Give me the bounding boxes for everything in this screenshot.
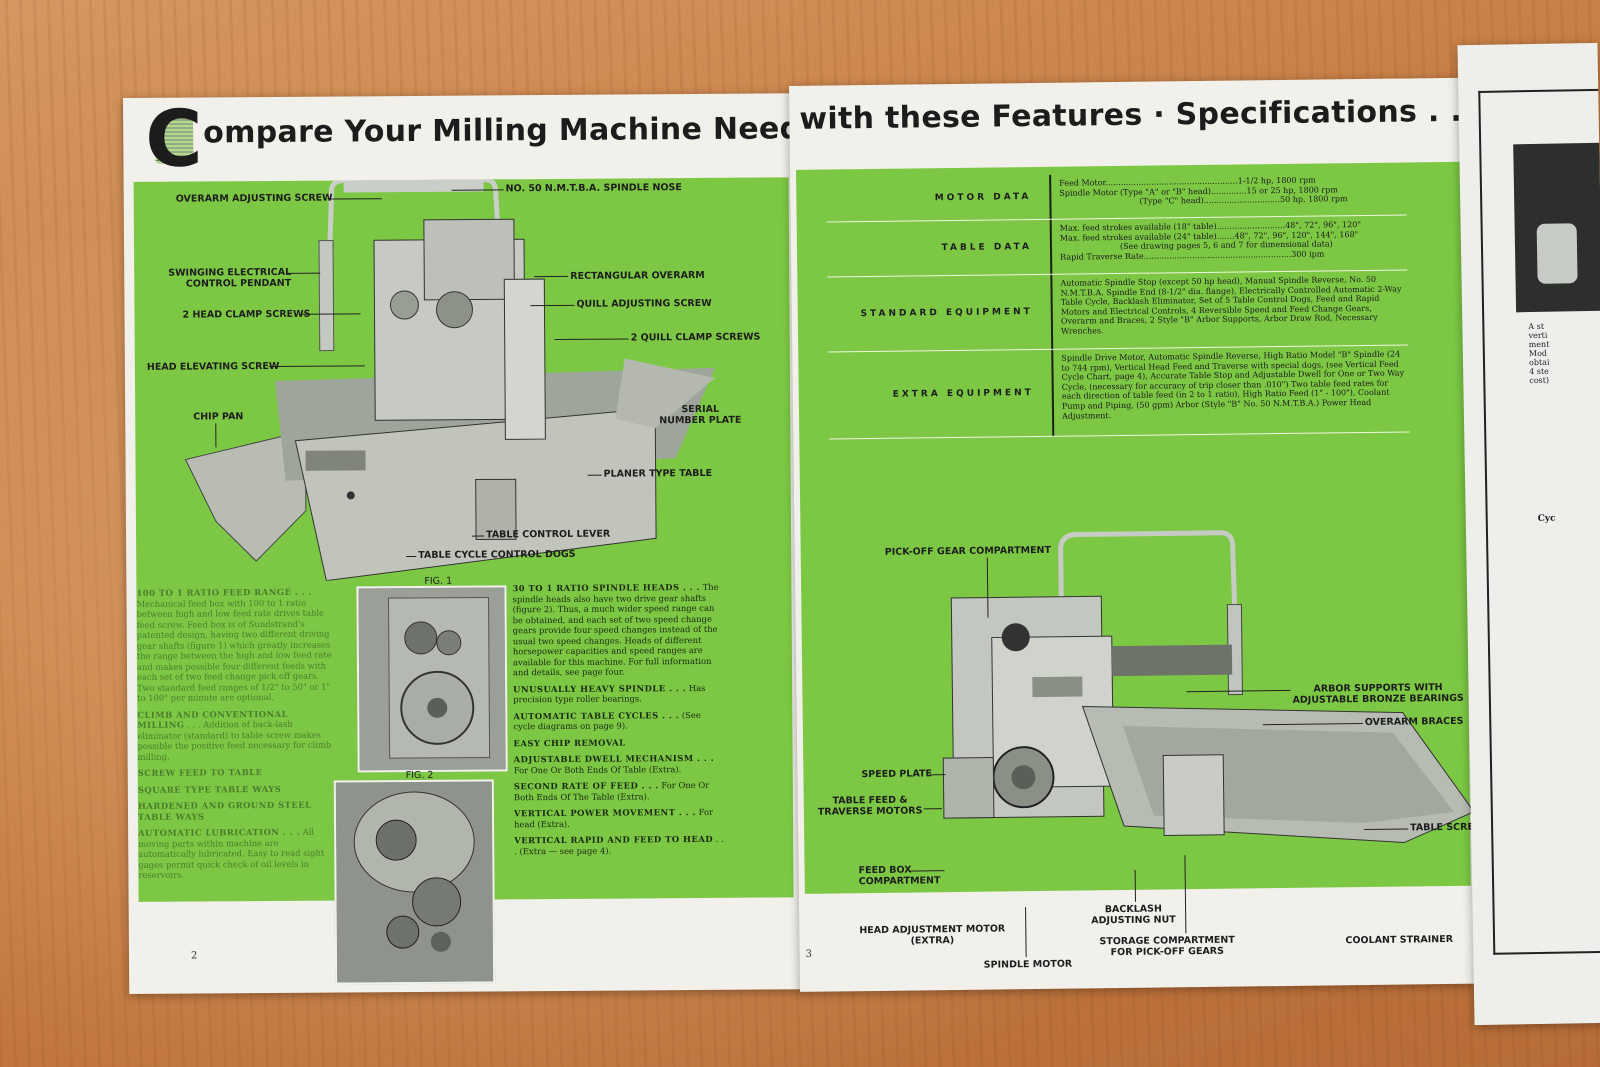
edge-text-cyc: Cyc	[1537, 513, 1556, 524]
label-traverse-motors: TABLE FEED & TRAVERSE MOTORS	[817, 794, 923, 818]
edge-photo	[1513, 142, 1600, 313]
label-table-control-lever: TABLE CONTROL LEVER	[486, 528, 611, 541]
spec-row-table: TABLE DATA Max. feed strokes available (…	[826, 215, 1408, 278]
leader-line	[215, 423, 217, 448]
spec-values: Max. feed strokes available (18" table).…	[1049, 215, 1408, 274]
headline-left: ompare Your Milling Machine Needs	[203, 111, 805, 151]
page-number-right: 3	[805, 948, 813, 960]
feature-title-vertical-rapid: VERTICAL RAPID AND FEED TO HEAD	[514, 833, 714, 846]
headline-initial: C	[144, 94, 203, 185]
feature-title-vertical-power: VERTICAL POWER MOVEMENT . . .	[513, 807, 696, 819]
edge-text-fragment: A st verti ment Mod obtai 4 ste cost)	[1528, 321, 1550, 386]
label-coolant-strainer: COOLANT STRAINER	[1345, 933, 1454, 947]
figure-2-photo	[333, 779, 496, 985]
text-column-left: 100 TO 1 RATIO FEED RANGE . . . Mechanic…	[136, 587, 338, 887]
milling-machine-rear-illustration	[942, 530, 1475, 844]
spec-category: STANDARD EQUIPMENT	[860, 307, 1033, 320]
leader-line	[1025, 907, 1027, 958]
brochure-page-right: with these Features · Specifications . .…	[789, 77, 1477, 992]
feature-body-spindle-heads: The spindle heads also have two drive ge…	[512, 581, 719, 678]
spec-row-motor: MOTOR DATA Feed Motor...................…	[826, 170, 1407, 223]
next-page-edge: A st verti ment Mod obtai 4 ste cost) Cy…	[1457, 42, 1600, 1026]
leader-line	[472, 535, 485, 537]
spec-row-standard: STANDARD EQUIPMENT Automatic Spindle Sto…	[827, 270, 1409, 353]
spec-values: Feed Motor..............................…	[1049, 170, 1407, 219]
label-feed-box-compartment: FEED BOX COMPARTMENT	[858, 864, 941, 888]
label-rectangular-overarm: RECTANGULAR OVERARM	[570, 269, 705, 282]
leader-line	[923, 808, 942, 810]
feature-square-ways: SQUARE TYPE TABLE WAYS	[137, 783, 282, 795]
label-chip-pan: CHIP PAN	[193, 411, 244, 423]
label-table-cycle-control-dogs: TABLE CYCLE CONTROL DOGS	[418, 548, 576, 561]
feature-title-heavy-spindle: UNUSUALLY HEAVY SPINDLE . . .	[513, 682, 687, 694]
label-quill-adjusting-screw: QUILL ADJUSTING SCREW	[576, 297, 712, 310]
label-arbor-supports: ARBOR SUPPORTS WITH ADJUSTABLE BRONZE BE…	[1292, 682, 1464, 706]
feature-chip-removal: EASY CHIP REMOVAL	[513, 737, 626, 748]
label-overarm-braces: OVERARM BRACES	[1364, 715, 1464, 729]
headline-right: with these Features · Specifications . .	[799, 93, 1463, 137]
feature-screw-feed: SCREW FEED TO TABLE	[137, 767, 263, 778]
feature-title-second-rate: SECOND RATE OF FEED . . .	[513, 780, 659, 792]
spec-row-extra: EXTRA EQUIPMENT Spindle Drive Motor, Aut…	[828, 345, 1410, 440]
green-panel-left: OVERARM ADJUSTING SCREW NO. 50 N.M.T.B.A…	[133, 177, 794, 985]
brochure-page-left: C ompare Your Milling Machine Needs OVER…	[123, 93, 805, 994]
spec-values: Automatic Spindle Stop (except 50 hp hea…	[1050, 270, 1409, 349]
label-spindle-motor: SPINDLE MOTOR	[983, 958, 1073, 971]
label-head-clamp-screws: 2 HEAD CLAMP SCREWS	[182, 308, 311, 321]
spec-values: Spindle Drive Motor, Automatic Spindle R…	[1051, 345, 1410, 436]
text-column-right: 30 TO 1 RATIO SPINDLE HEADS . . . The sp…	[512, 582, 724, 862]
label-head-elevating-screw: HEAD ELEVATING SCREW	[146, 360, 280, 373]
feature-body-feed-range: Mechanical feed box with 100 to 1 ratio …	[136, 597, 332, 703]
spec-category: MOTOR DATA	[934, 192, 1032, 204]
label-control-pendant: SWINGING ELECTRICAL CONTROL PENDANT	[168, 266, 292, 290]
feature-title-lubrication: AUTOMATIC LUBRICATION . . .	[138, 826, 301, 838]
feature-title-feed-range: 100 TO 1 RATIO FEED RANGE . . .	[136, 586, 312, 598]
feature-hardened-ways: HARDENED AND GROUND STEEL TABLE WAYS	[137, 799, 312, 822]
page-number-left: 2	[190, 950, 198, 962]
feature-body-dwell: For One Or Both Ends Of Table (Extra).	[513, 763, 682, 775]
leader-line	[406, 555, 417, 558]
label-quill-clamp-screws: 2 QUILL CLAMP SCREWS	[630, 331, 761, 344]
label-pick-off-gear-compartment: PICK-OFF GEAR COMPARTMENT	[884, 544, 1052, 558]
label-table-screw: TABLE SCREW	[1410, 821, 1477, 834]
label-planer-type-table: PLANER TYPE TABLE	[603, 467, 713, 480]
feature-title-dwell: ADJUSTABLE DWELL MECHANISM . . .	[513, 752, 715, 765]
label-serial-number-plate: SERIAL NUMBER PLATE	[659, 403, 742, 427]
feature-title-table-cycles: AUTOMATIC TABLE CYCLES . . .	[513, 709, 680, 721]
specifications-table: MOTOR DATA Feed Motor...................…	[826, 170, 1410, 440]
leader-line	[587, 474, 602, 476]
label-overarm-adjusting-screw: OVERARM ADJUSTING SCREW	[175, 192, 333, 205]
label-spindle-nose: NO. 50 N.M.T.B.A. SPINDLE NOSE	[505, 182, 682, 195]
spec-category: TABLE DATA	[941, 242, 1033, 254]
label-backlash-adjusting-nut: BACKLASH ADJUSTING NUT	[1091, 903, 1176, 927]
label-head-adjustment-motor: HEAD ADJUSTMENT MOTOR (EXTRA)	[859, 923, 1006, 947]
edge-photo-highlight	[1536, 223, 1578, 284]
green-panel-right: MOTOR DATA Feed Motor...................…	[796, 161, 1476, 971]
figure-1-gears	[358, 587, 506, 771]
milling-machine-illustration	[184, 177, 715, 582]
spec-category: EXTRA EQUIPMENT	[892, 388, 1034, 400]
leader-line	[929, 774, 946, 776]
label-speed-plate: SPEED PLATE	[861, 768, 933, 781]
label-storage-compartment: STORAGE COMPARTMENT FOR PICK-OFF GEARS	[1099, 934, 1235, 959]
figure-2-gears	[335, 781, 494, 983]
figure-1-photo	[356, 585, 508, 773]
feature-title-spindle-heads: 30 TO 1 RATIO SPINDLE HEADS . . .	[512, 581, 701, 594]
